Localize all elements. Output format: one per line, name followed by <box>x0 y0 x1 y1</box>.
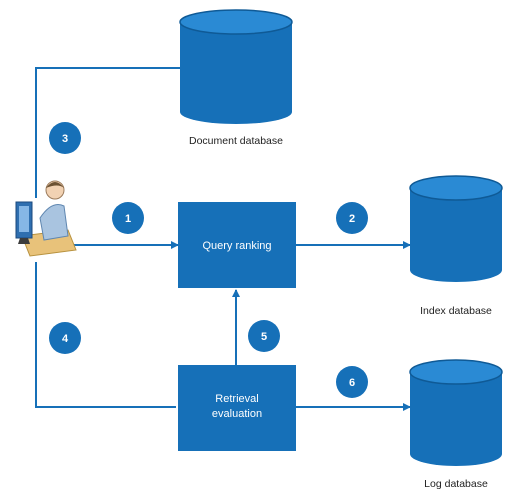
step-badge-6: 6 <box>336 366 368 398</box>
step-number-2: 2 <box>349 213 355 225</box>
step-number-6: 6 <box>349 377 355 389</box>
step-number-5: 5 <box>261 331 267 343</box>
step-badges: 1 2 3 4 5 6 <box>49 122 368 398</box>
step-badge-2: 2 <box>336 202 368 234</box>
step-number-4: 4 <box>62 333 69 345</box>
connector-user-document <box>35 67 181 198</box>
index-database-icon <box>410 188 502 282</box>
user-at-computer-icon <box>15 180 77 257</box>
log-database-label: Log database <box>424 478 488 490</box>
retrieval-evaluation-label-line2: evaluation <box>212 408 262 420</box>
connector-user-retrieval <box>35 262 176 408</box>
step-badge-1: 1 <box>112 202 144 234</box>
document-database-icon <box>180 22 292 124</box>
index-database-label: Index database <box>420 305 492 317</box>
log-database: Log database <box>409 359 503 490</box>
log-database-icon <box>410 372 502 466</box>
index-database: Index database <box>409 175 503 317</box>
retrieval-evaluation-label-line1: Retrieval <box>215 393 258 405</box>
document-database-label: Document database <box>189 135 283 147</box>
query-ranking-box: Query ranking <box>178 202 296 288</box>
connectors <box>35 67 411 411</box>
retrieval-evaluation-box: Retrieval evaluation <box>178 365 296 451</box>
step-badge-3: 3 <box>49 122 81 154</box>
document-database: Document database <box>179 9 293 147</box>
query-ranking-label: Query ranking <box>202 240 271 252</box>
step-number-3: 3 <box>62 133 68 145</box>
step-badge-5: 5 <box>248 320 280 352</box>
step-badge-4: 4 <box>49 322 81 354</box>
step-number-1: 1 <box>125 213 131 225</box>
